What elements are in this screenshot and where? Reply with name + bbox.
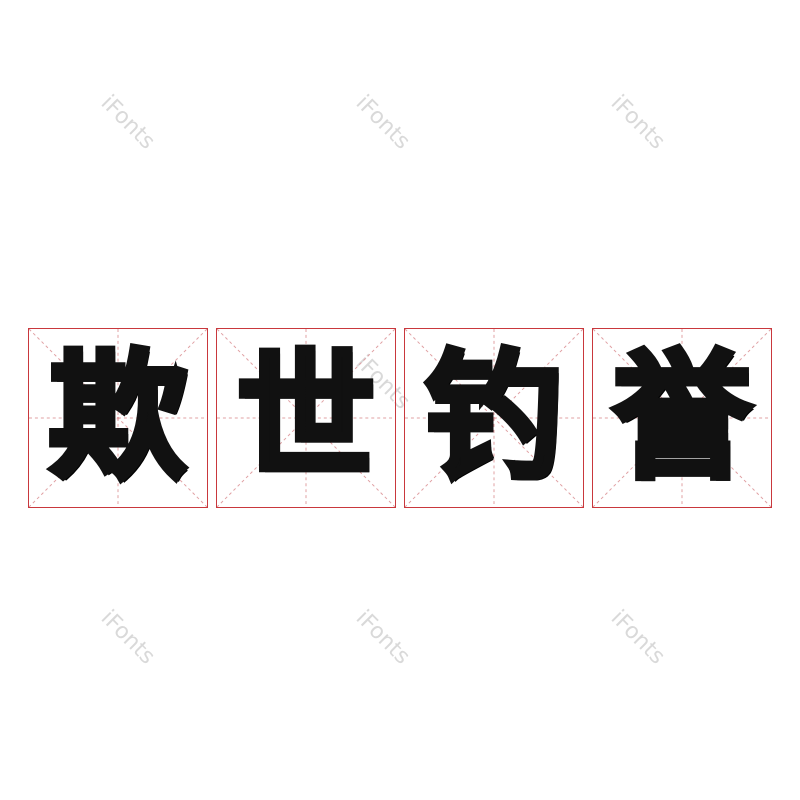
grid-guides <box>593 329 771 507</box>
watermark: iFonts <box>605 90 670 155</box>
watermark: iFonts <box>95 605 160 670</box>
grid-guides <box>29 329 207 507</box>
watermark: iFonts <box>605 605 670 670</box>
character-cell-2: 世 <box>216 328 396 508</box>
character-cell-4: 誉 <box>592 328 772 508</box>
watermark: iFonts <box>350 605 415 670</box>
character-glyph: 钓 <box>422 337 566 498</box>
watermark: iFonts <box>350 90 415 155</box>
character-grid: 欺 世 钓 <box>28 328 772 510</box>
character-glyph: 誉 <box>610 337 754 498</box>
grid-guides <box>405 329 583 507</box>
character-glyph: 世 <box>234 337 378 498</box>
character-cell-3: 钓 <box>404 328 584 508</box>
watermark: iFonts <box>95 90 160 155</box>
character-cell-1: 欺 <box>28 328 208 508</box>
grid-guides <box>217 329 395 507</box>
character-glyph: 欺 <box>46 337 190 498</box>
